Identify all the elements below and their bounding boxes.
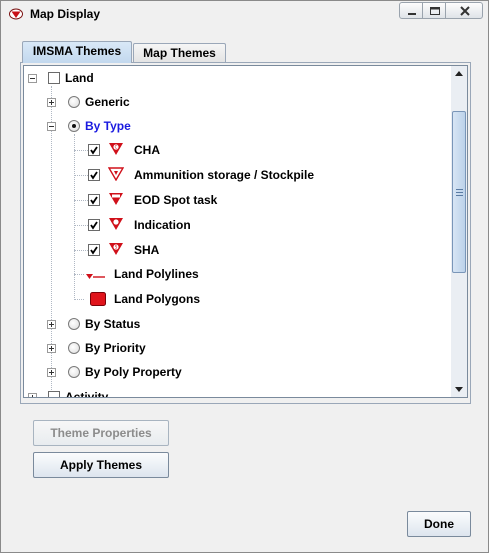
tree-guide-line	[74, 134, 75, 298]
polyline-icon	[86, 269, 106, 289]
expand-icon[interactable]	[47, 368, 56, 377]
expand-icon[interactable]	[47, 344, 56, 353]
tree-node-label: Activity	[65, 390, 109, 398]
tree-node-label: By Poly Property	[85, 365, 182, 379]
tree-node-label: Land	[65, 71, 94, 85]
scrollbar-thumb[interactable]	[452, 111, 466, 273]
minimize-icon	[408, 13, 416, 15]
tree-node-label: Ammunition storage / Stockpile	[134, 168, 315, 182]
tree-node-land-polylines[interactable]: Land Polylines	[24, 264, 444, 284]
minimize-button[interactable]	[399, 2, 423, 19]
tree-node-by-priority[interactable]: By Priority	[24, 338, 444, 358]
ammunition-storage-checkbox[interactable]	[88, 169, 100, 181]
sha-checkbox[interactable]	[88, 244, 100, 256]
tree-node-eod-spot-task[interactable]: EOD Spot task	[24, 190, 444, 210]
tree-node-generic[interactable]: Generic	[24, 92, 444, 112]
theme-tree[interactable]: Land Generic By Type C CHA	[23, 65, 452, 398]
expand-icon[interactable]	[47, 320, 56, 329]
tree-node-indication[interactable]: Indication	[24, 215, 444, 235]
tree-guide-line	[74, 274, 84, 275]
tree-node-label: By Priority	[85, 341, 146, 355]
maximize-button[interactable]	[422, 2, 446, 19]
tree-guide-line	[74, 175, 88, 176]
activity-checkbox[interactable]	[48, 391, 60, 397]
indication-checkbox[interactable]	[88, 219, 100, 231]
close-button[interactable]	[445, 2, 483, 19]
apply-themes-button[interactable]: Apply Themes	[33, 452, 169, 478]
svg-text:C: C	[115, 145, 118, 150]
collapse-icon[interactable]	[47, 122, 56, 131]
expand-icon[interactable]	[47, 98, 56, 107]
tree-node-by-poly-property[interactable]: By Poly Property	[24, 362, 444, 382]
svg-text:S: S	[115, 245, 118, 250]
tree-node-label: CHA	[134, 143, 160, 157]
eod-spot-task-triangle-icon	[108, 192, 124, 212]
indication-triangle-icon	[108, 217, 124, 237]
ammunition-storage-triangle-icon	[107, 167, 125, 187]
generic-radio[interactable]	[68, 96, 80, 108]
scroll-up-button[interactable]	[451, 66, 467, 82]
arrow-up-icon	[455, 71, 463, 76]
tree-node-label: Land Polylines	[114, 267, 199, 281]
collapse-icon[interactable]	[28, 74, 37, 83]
tree-node-sha[interactable]: S SHA	[24, 240, 444, 260]
maximize-icon	[430, 7, 440, 15]
grip-icon	[456, 189, 463, 196]
expand-icon[interactable]	[28, 393, 37, 397]
tree-node-label: By Type	[85, 119, 131, 133]
tree-guide-line	[74, 150, 88, 151]
tree-node-land[interactable]: Land	[24, 68, 444, 88]
scroll-down-button[interactable]	[451, 381, 467, 397]
tree-node-label: Land Polygons	[114, 292, 201, 306]
polygon-icon	[90, 292, 106, 312]
tree-node-activity[interactable]: Activity	[24, 387, 444, 398]
tree-node-land-polygons[interactable]: Land Polygons	[24, 289, 444, 309]
tree-vertical-scrollbar[interactable]	[451, 65, 468, 398]
tab-imsma-themes[interactable]: IMSMA Themes	[22, 41, 132, 63]
tree-node-ammunition-storage[interactable]: Ammunition storage / Stockpile	[24, 165, 444, 185]
window-title: Map Display	[30, 7, 101, 21]
tree-node-label: Indication	[134, 218, 191, 232]
arrow-down-icon	[455, 387, 463, 392]
title-bar[interactable]: Map Display	[1, 1, 488, 27]
tree-node-label: By Status	[85, 317, 141, 331]
by-poly-property-radio[interactable]	[68, 366, 80, 378]
cha-triangle-icon: C	[108, 142, 124, 162]
tab-map-themes[interactable]: Map Themes	[133, 43, 226, 62]
map-display-app-icon[interactable]	[9, 8, 23, 20]
done-button[interactable]: Done	[407, 511, 471, 537]
tree-node-by-status[interactable]: By Status	[24, 314, 444, 334]
by-status-radio[interactable]	[68, 318, 80, 330]
close-icon	[460, 6, 470, 16]
eod-spot-task-checkbox[interactable]	[88, 194, 100, 206]
tree-node-by-type[interactable]: By Type	[24, 116, 444, 136]
tree-guide-line	[74, 200, 88, 201]
sha-triangle-icon: S	[108, 242, 124, 262]
tree-guide-line	[51, 86, 52, 392]
tree-node-cha[interactable]: C CHA	[24, 140, 444, 160]
by-priority-radio[interactable]	[68, 342, 80, 354]
by-type-radio[interactable]	[68, 120, 80, 132]
theme-properties-button[interactable]: Theme Properties	[33, 420, 169, 446]
cha-checkbox[interactable]	[88, 144, 100, 156]
tree-guide-line	[74, 250, 88, 251]
tree-node-label: SHA	[134, 243, 160, 257]
tree-guide-line	[74, 225, 88, 226]
land-checkbox[interactable]	[48, 72, 60, 84]
tree-guide-line	[74, 299, 84, 300]
tree-node-label: Generic	[85, 95, 130, 109]
tree-node-label: EOD Spot task	[134, 193, 218, 207]
